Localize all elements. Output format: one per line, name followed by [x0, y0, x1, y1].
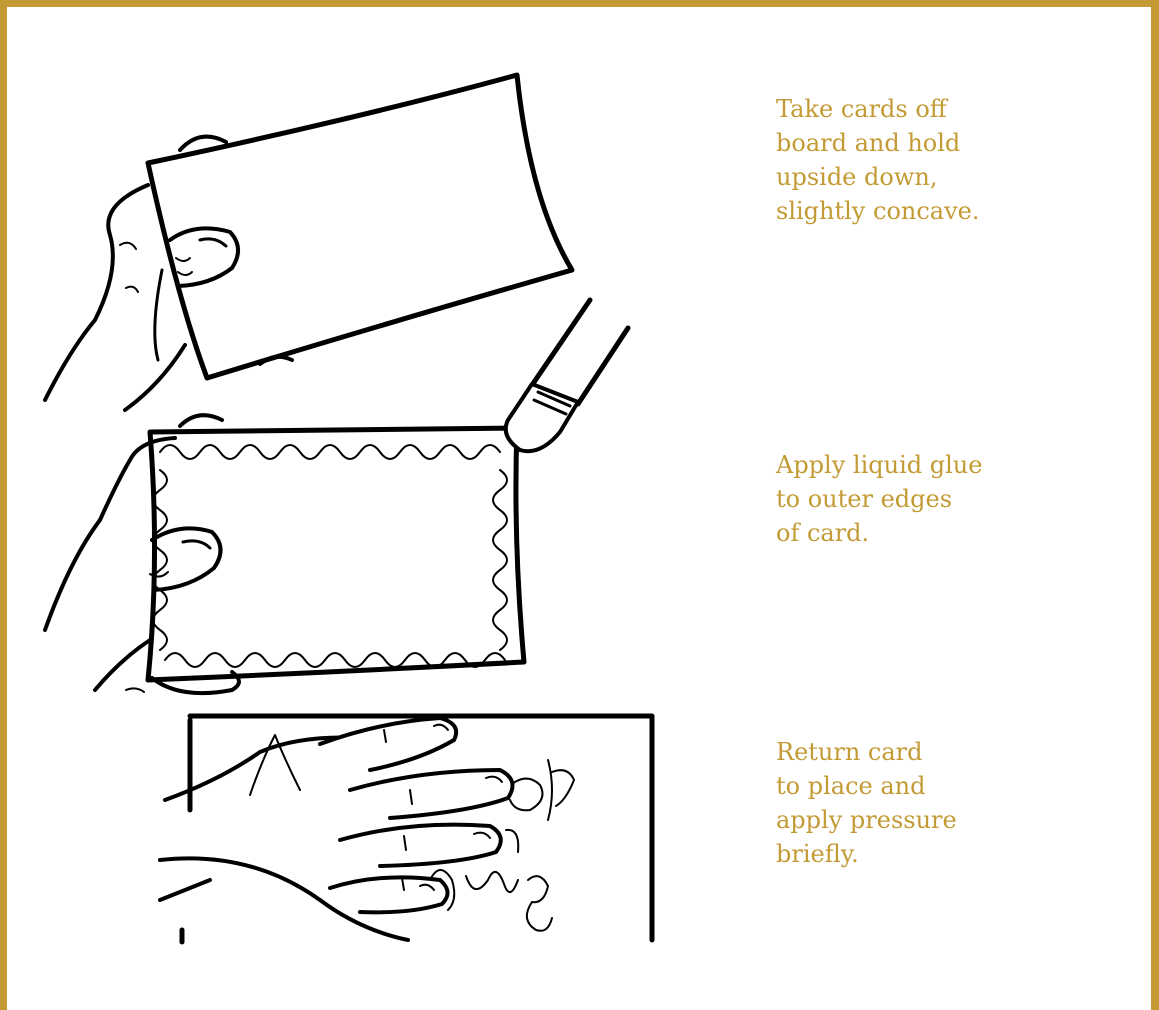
- finger-4: [330, 877, 448, 912]
- step-2-caption: Apply liquid glue to outer edges of card…: [776, 448, 1106, 550]
- step-3-caption: Return card to place and apply pressure …: [776, 735, 1106, 871]
- step-1-illustration: [45, 75, 572, 410]
- step-2-illustration: [45, 300, 628, 693]
- hand-1: [45, 185, 148, 400]
- glued-card: [148, 428, 524, 680]
- step-1-caption: Take cards off board and hold upside dow…: [776, 92, 1106, 228]
- glue-bottle: [506, 300, 628, 451]
- finger-3: [340, 825, 501, 866]
- step-3-illustration: [160, 716, 652, 942]
- concave-card: [148, 75, 572, 378]
- instruction-illustrations: [0, 0, 700, 1010]
